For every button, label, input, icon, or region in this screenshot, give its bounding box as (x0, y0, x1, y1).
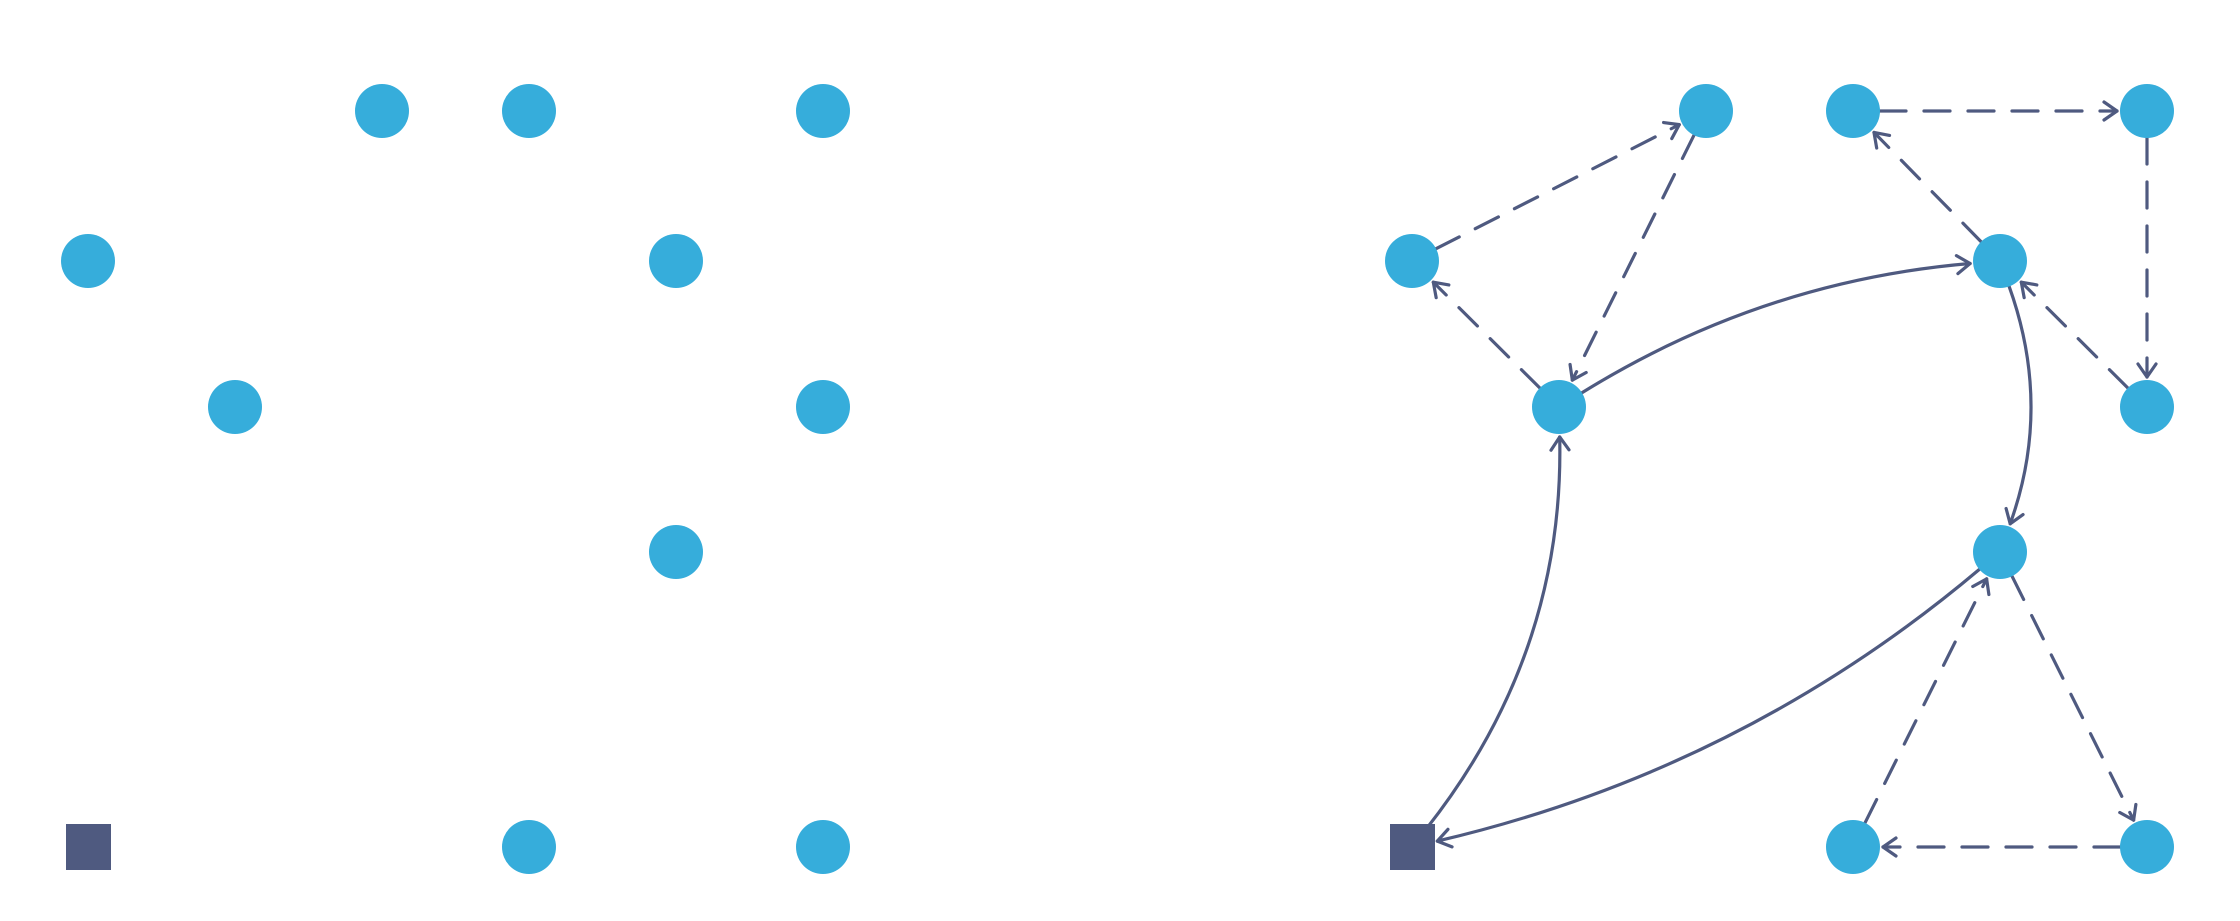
arrowhead-icon-n5-to-n8 (2004, 506, 2025, 526)
customer-node-n7 (796, 380, 850, 434)
customer-node-n2 (1826, 84, 1880, 138)
arrowhead-icon-n6-to-n4 (1431, 280, 1451, 300)
customer-node-n7 (2120, 380, 2174, 434)
edge-dashed-n4-to-n1 (1434, 123, 1681, 251)
customer-node-n8 (1973, 525, 2027, 579)
edge-dashed-n8-to-n10 (2010, 574, 2136, 822)
arrowhead-icon-n1-to-n6 (1568, 362, 1588, 382)
arrowhead-icon-n4-to-n1 (1662, 120, 1681, 141)
customer-node-n3 (2120, 84, 2174, 138)
edge-solid-n8-to-depot (1435, 567, 1981, 843)
edge-dashed-n6-to-n4 (1431, 280, 1542, 390)
arrowhead-icon-n9-to-n8 (1971, 577, 1991, 597)
customer-node-n5 (649, 234, 703, 288)
customer-node-n1 (1679, 84, 1733, 138)
panel-routed-graph (1385, 84, 2174, 874)
customer-node-n2 (502, 84, 556, 138)
arrowhead-icon-n5-to-n2 (1872, 130, 1892, 150)
edge-dashed-n7-to-n5 (2019, 280, 2130, 390)
customer-node-n4 (61, 234, 115, 288)
edge-solid-n5-to-n8 (2007, 284, 2033, 526)
customer-node-n10 (2120, 820, 2174, 874)
edge-dashed-n5-to-n2 (1872, 130, 1983, 244)
customer-node-n3 (796, 84, 850, 138)
nodes-layer (1385, 84, 2174, 874)
arrowhead-icon-n7-to-n5 (2019, 280, 2039, 300)
customer-node-n5 (1973, 234, 2027, 288)
customer-node-n9 (502, 820, 556, 874)
arrowhead-icon-n3-to-n7 (2136, 362, 2158, 379)
customer-node-n4 (1385, 234, 1439, 288)
customer-node-n8 (649, 525, 703, 579)
edge-solid-depot-to-n6 (1424, 435, 1562, 831)
arrowhead-icon-n10-to-n9 (1881, 836, 1898, 858)
edge-dashed-n9-to-n8 (1863, 577, 1989, 825)
edge-dashed-n1-to-n6 (1570, 133, 1696, 382)
customer-node-n6 (1532, 380, 1586, 434)
edges-layer (1424, 100, 2158, 858)
depot-node (1390, 824, 1435, 870)
arrowhead-icon-n8-to-n10 (2118, 802, 2138, 822)
arrowhead-icon-n8-to-depot (1435, 827, 1454, 849)
customer-node-n1 (355, 84, 409, 138)
depot-node (66, 824, 111, 870)
arrowhead-icon-depot-to-n6 (1549, 435, 1571, 452)
customer-node-n9 (1826, 820, 1880, 874)
arrowhead-icon-n6-to-n5 (1954, 254, 1972, 276)
edge-solid-n6-to-n5 (1580, 261, 1972, 395)
customer-node-n10 (796, 820, 850, 874)
panel-nodes-only (61, 84, 850, 874)
customer-node-n6 (208, 380, 262, 434)
arrowhead-icon-n2-to-n3 (2102, 100, 2119, 122)
